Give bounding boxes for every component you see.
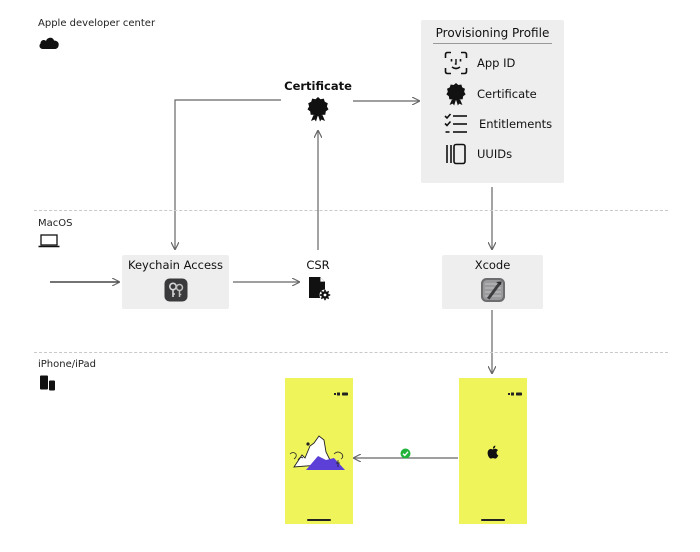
arrow-certificate-to-keychain [175, 99, 281, 249]
divider-apple-macos [34, 210, 668, 211]
phone-app-screen [285, 378, 353, 524]
devices-icon [39, 375, 57, 395]
provisioning-profile-panel: Provisioning Profile App ID Certificate [421, 20, 564, 183]
provisioning-profile-title: Provisioning Profile [435, 26, 550, 40]
divider-macos-devices [34, 352, 668, 353]
xcode-app-icon [480, 277, 506, 307]
cloud-icon [38, 35, 60, 54]
keychain-access-panel: Keychain Access [122, 255, 229, 309]
csr-document-icon [308, 276, 332, 306]
xcode-panel: Xcode [442, 255, 543, 309]
keychain-app-icon [164, 278, 188, 306]
zone-label-devices: iPhone/iPad [38, 359, 96, 370]
phone-boot-screen [459, 378, 527, 524]
laptop-icon [38, 233, 60, 252]
profile-item-certificate: Certificate [443, 81, 537, 107]
status-bar-icons [508, 381, 522, 400]
profile-item-label: Entitlements [479, 117, 553, 131]
xcode-label: Xcode [474, 258, 511, 272]
zone-label-macos: MacOS [38, 218, 73, 229]
profile-item-app-id: App ID [443, 50, 515, 76]
profile-item-label: Certificate [477, 87, 537, 101]
keychain-access-label: Keychain Access [127, 258, 223, 272]
zone-label-apple: Apple developer center [38, 18, 156, 29]
profile-item-uuids: UUIDs [443, 141, 512, 167]
csr-label: CSR [306, 258, 330, 272]
profile-item-label: UUIDs [477, 147, 513, 161]
profile-item-entitlements: Entitlements [443, 111, 552, 137]
app-illustration [288, 430, 350, 476]
profile-item-label: App ID [477, 56, 516, 70]
device-ids-icon [443, 141, 469, 167]
certificate-badge-icon [443, 81, 469, 107]
status-bar-icons [334, 381, 348, 400]
provisioning-profile-title-underline [433, 43, 552, 44]
apple-logo-icon [487, 444, 499, 463]
face-id-icon [443, 50, 469, 76]
certificate-badge-icon [306, 96, 330, 126]
certificate-label: Certificate [284, 79, 352, 93]
check-circle-icon [400, 444, 411, 463]
checklist-icon [443, 111, 469, 137]
home-indicator [481, 519, 505, 521]
home-indicator [307, 519, 331, 521]
